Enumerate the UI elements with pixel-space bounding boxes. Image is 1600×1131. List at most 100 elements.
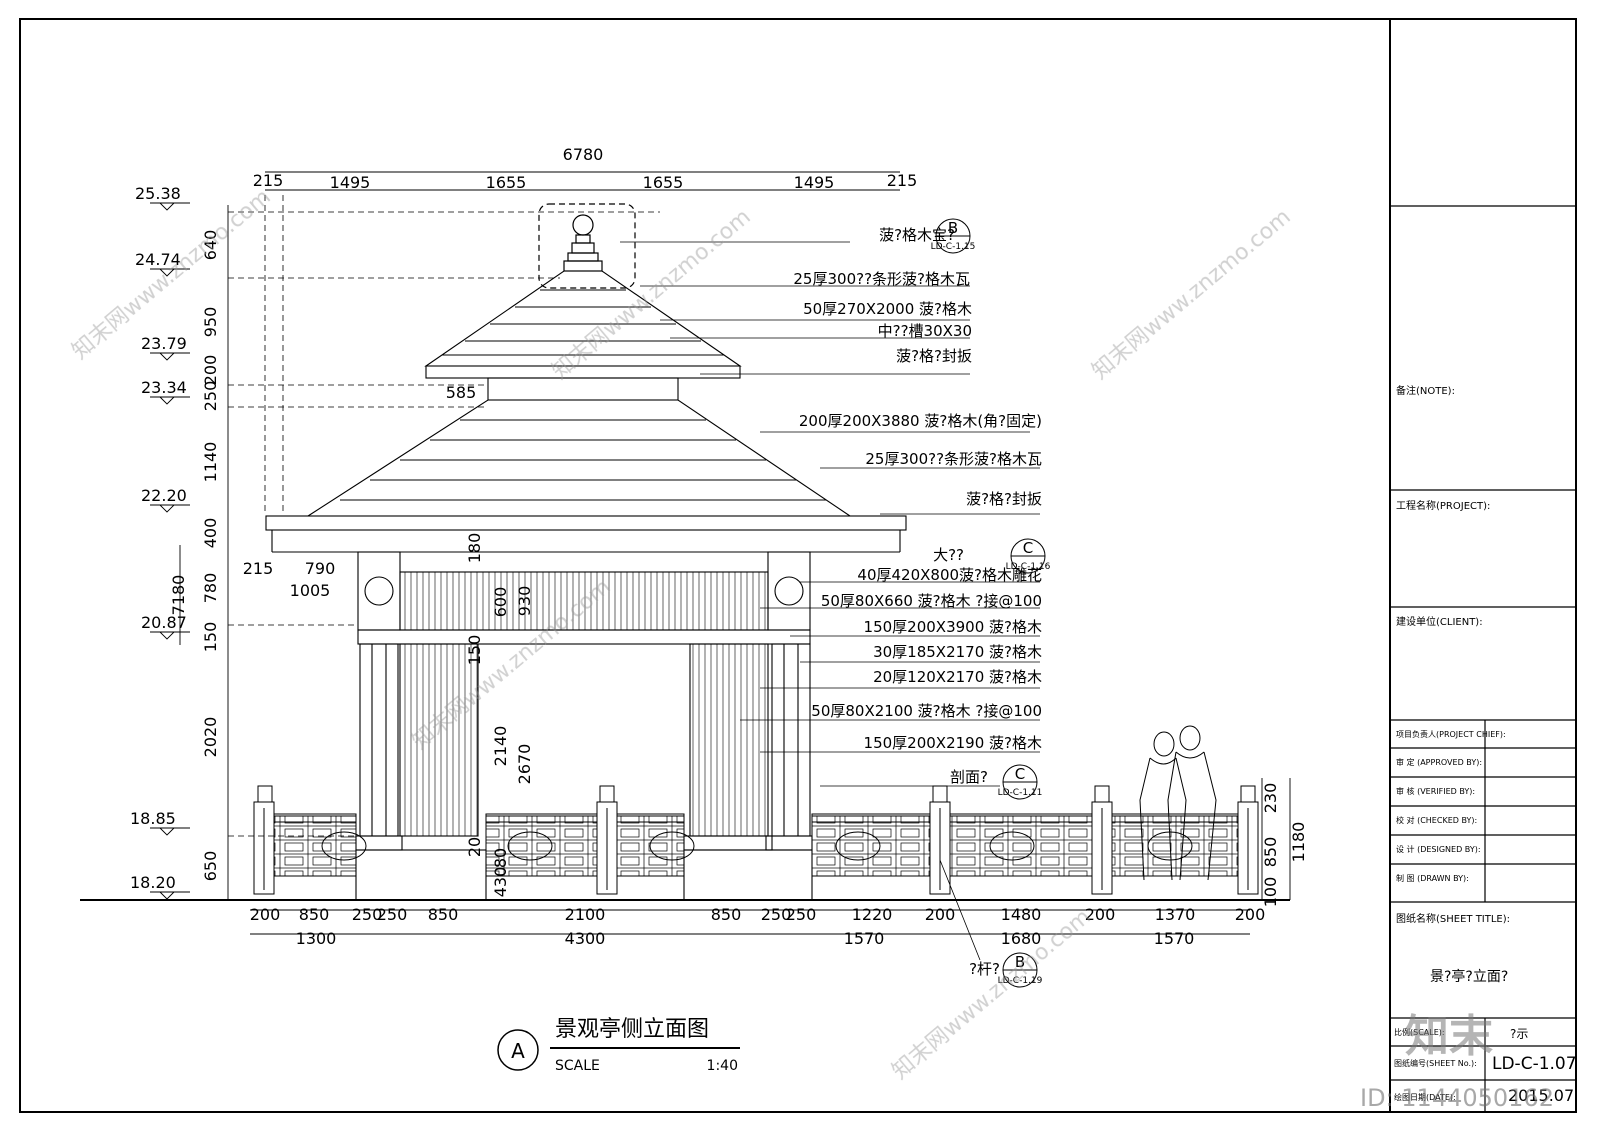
callout-section: 剖面? (950, 768, 988, 786)
dim-bottom1-3: 250 (352, 905, 383, 924)
dim-bottom1-1: 200 (250, 905, 281, 924)
drawing-scale-ratio: 1:40 (707, 1058, 738, 1074)
dim-bottom1-7: 850 (711, 905, 742, 924)
dim-top-6: 215 (887, 171, 918, 190)
sheet-title-label: 图纸名称(SHEET TITLE): (1396, 914, 1511, 925)
dim-left-1: 640 (201, 230, 220, 261)
callout-upper-rafters: 50厚270X2000 菠?格木 (803, 300, 972, 318)
elevation-5: 22.20 (141, 486, 187, 505)
sheet-title: 景?亭?立面? (1430, 969, 1509, 985)
watermark-id: ID: 1144050162 (1360, 1084, 1554, 1112)
elevation-8: 18.20 (130, 873, 176, 892)
dim-inner-8: 150 (465, 635, 484, 666)
dim-top-2: 1495 (330, 173, 371, 192)
dim-bottom1-15: 200 (1235, 905, 1266, 924)
upper-roof (424, 270, 742, 401)
role-verified: 审 核 (VERIFIED BY): (1396, 787, 1476, 796)
drawing-marker-letter: A (511, 1039, 525, 1063)
dim-inner-3: 1005 (290, 581, 331, 600)
dim-inner-13: 430 (491, 867, 510, 898)
dim-bottom1-4: 250 (377, 905, 408, 924)
detail-ref-3-letter: C (1015, 765, 1025, 783)
dim-bottom2-1: 1300 (296, 929, 337, 948)
dim-bottom1-6: 2100 (565, 905, 606, 924)
detail-ref-4-letter: B (1015, 953, 1025, 971)
dim-inner-11: 20 (465, 837, 484, 857)
callout-upper-board: 菠?格?封扳 (896, 347, 972, 365)
detail-ref-2-letter: C (1023, 539, 1033, 557)
dim-inner-5: 180 (465, 533, 484, 564)
dim-left-6: 400 (201, 518, 220, 549)
dim-left-3: 200 (201, 355, 220, 386)
scale-label: 比例(SCALE): (1394, 1028, 1445, 1037)
detail-ref-3-sheet: LD-C-1.11 (998, 788, 1043, 798)
dim-inner-1: 215 (243, 559, 274, 578)
detail-ref-bubbles (935, 218, 1046, 988)
role-approved: 审 定 (APPROVED BY): (1396, 758, 1483, 767)
frieze (357, 551, 811, 645)
elevation-2: 24.74 (135, 250, 181, 269)
callout-column-strips: 50厚80X2100 菠?格木 ?接@100 (811, 702, 1042, 720)
note-label: 备注(NOTE): (1396, 386, 1455, 397)
detail-ref-2-sheet: LD-C-1.16 (1006, 562, 1051, 572)
dim-overall-width: 6780 (563, 145, 604, 164)
dim-left-7: 780 (201, 573, 220, 604)
callout-lower-tiles: 25厚300??条形菠?格木瓦 (865, 450, 1042, 468)
title-block-grid (1390, 205, 1576, 1112)
dim-bottom1-8: 250 (761, 905, 792, 924)
dimension-lines (179, 171, 1291, 935)
dim-left-2: 950 (201, 307, 220, 338)
watermark-text-3: 知末网www.znzmo.com (1088, 204, 1296, 384)
role-project-chief: 项目负责人(PROJECT CHIEF): (1396, 730, 1506, 739)
dim-top-1: 215 (253, 171, 284, 190)
elevation-4: 23.34 (141, 378, 187, 397)
dim-top-4: 1655 (643, 173, 684, 192)
dim-inner-10: 2670 (515, 744, 534, 785)
watermark-layer: 知末网www.znzmo.com 知末网www.znzmo.com 知末网www… (68, 184, 1296, 1084)
dim-bottom1-2: 850 (299, 905, 330, 924)
dim-left-8: 150 (201, 622, 220, 653)
dim-bottom2-4: 1680 (1001, 929, 1042, 948)
watermark-text-2: 知末网www.znzmo.com (548, 204, 756, 384)
date-label: 绘图日期(DATE): (1394, 1093, 1456, 1102)
sheet-number: LD-C-1.07 (1492, 1054, 1577, 1074)
railings (253, 785, 1259, 895)
dim-right-3: 100 (1261, 877, 1280, 908)
callout-lower-board: 菠?格?封扳 (966, 490, 1042, 508)
dim-top-5: 1495 (794, 173, 835, 192)
client-label: 建设单位(CLIENT): (1396, 617, 1483, 628)
dim-inner-12: 80 (491, 848, 510, 868)
columns (355, 643, 813, 901)
drawing-scale-label: SCALE (555, 1058, 600, 1074)
elevation-marks (150, 202, 190, 900)
date-value: 2015.07 (1508, 1086, 1575, 1105)
dim-right-1: 230 (1261, 783, 1280, 814)
dim-top-3: 1655 (486, 173, 527, 192)
project-label: 工程名称(PROJECT): (1396, 501, 1491, 512)
watermark-text-5: 知末网www.znzmo.com (888, 904, 1096, 1084)
callout-column: 150厚200X2190 菠?格木 (864, 734, 1042, 752)
callout-panel-a: 30厚185X2170 菠?格木 (873, 643, 1042, 661)
scale-value: ?示 (1510, 1027, 1529, 1041)
dim-bottom1-11: 200 (925, 905, 956, 924)
dim-right-2: 850 (1261, 837, 1280, 868)
dim-right-total: 1180 (1289, 822, 1308, 863)
watermark-logo: 知末 (1405, 1011, 1493, 1062)
human-figures (1139, 725, 1217, 881)
dim-bottom2-3: 1570 (844, 929, 885, 948)
callout-hip-rafter: 200厚200X3880 菠?格木(角?固定) (799, 412, 1042, 430)
dim-bottom2-5: 1570 (1154, 929, 1195, 948)
dim-bottom1-5: 850 (428, 905, 459, 924)
dashed-reference-lines (228, 195, 660, 837)
role-checked: 校 对 (CHECKED BY): (1396, 816, 1478, 825)
callout-carving: 40厚420X800菠?格木雕花 (857, 566, 1042, 584)
dim-bottom1-12: 1480 (1001, 905, 1042, 924)
callout-frieze-strips: 50厚80X660 菠?格木 ?接@100 (821, 592, 1042, 610)
role-drawn: 制 图 (DRAWN BY): (1396, 874, 1469, 883)
dim-inner-6: 600 (491, 587, 510, 618)
lower-roof (265, 399, 907, 553)
dim-inner-4: 585 (446, 383, 477, 402)
dim-left-9: 2020 (201, 717, 220, 758)
leader-lines (620, 241, 1040, 961)
callout-railing: ?杆? (969, 960, 1000, 978)
